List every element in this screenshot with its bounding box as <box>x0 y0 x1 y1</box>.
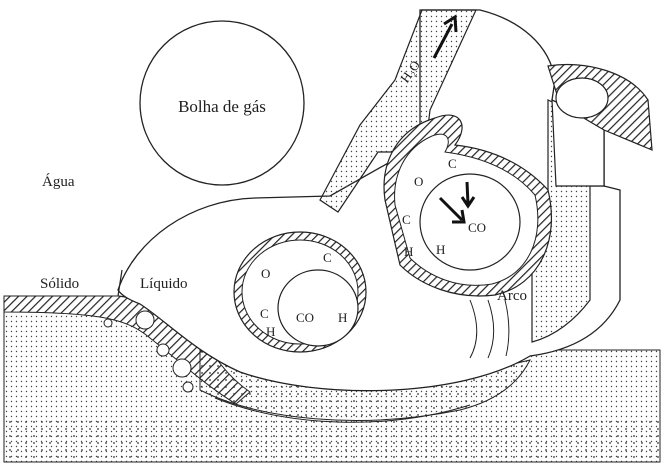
gas-bubble <box>139 20 305 186</box>
tiny-bubble <box>182 381 194 393</box>
arc-c-left-label: C <box>402 212 411 227</box>
base-metal-lower <box>4 418 660 462</box>
arc-h-outer-label: H <box>404 244 413 259</box>
arc-co-label: CO <box>468 220 486 235</box>
tiny-bubble <box>135 310 155 330</box>
tiny-bubble <box>172 358 192 378</box>
pool-h-outer-label: H <box>266 324 275 339</box>
arc-lines <box>469 299 510 359</box>
pool-bubble-inner <box>277 269 359 347</box>
pool-c-label: C <box>323 250 332 265</box>
pool-co-label: CO <box>296 310 314 325</box>
tiny-bubble <box>156 343 170 357</box>
arc-label: Arco <box>497 288 527 304</box>
pool-h-label: H <box>338 310 347 325</box>
reaction-arrow-icon <box>460 181 476 209</box>
pool-o-label: O <box>261 266 270 281</box>
arc-o-label: O <box>414 174 423 189</box>
liquid-label: Líquido <box>140 276 188 292</box>
arc-c-top-label: C <box>448 156 457 171</box>
arc-h-label: H <box>436 242 445 257</box>
arc-bubble-inner <box>419 173 521 271</box>
water-label: Água <box>42 173 75 190</box>
pool-c2-label: C <box>260 306 269 321</box>
reaction-arrow-icon <box>438 196 466 224</box>
flux-opening <box>555 77 609 119</box>
weld-pool-line <box>214 397 471 423</box>
vapor-arrow-icon <box>432 14 458 59</box>
tiny-bubble <box>103 318 113 328</box>
solid-liquid-boundary <box>117 269 123 297</box>
solid-label: Sólido <box>40 276 79 292</box>
gas-bubble-label: Bolha de gás <box>178 97 266 116</box>
electrode <box>319 9 477 213</box>
